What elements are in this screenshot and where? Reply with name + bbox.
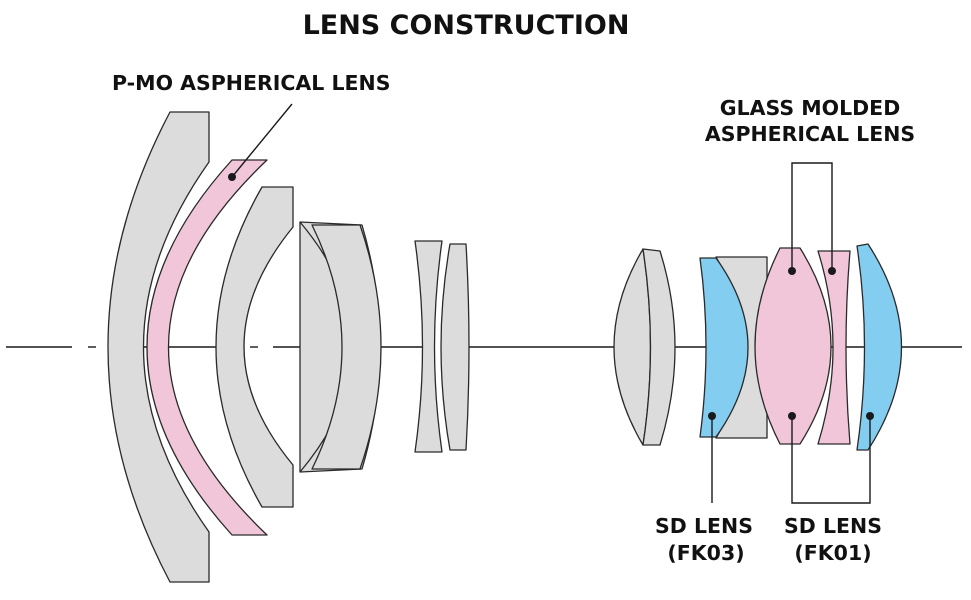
leader-glass-molded xyxy=(791,162,833,271)
label-sd-fk01-line1: SD LENS xyxy=(784,514,882,538)
lens-element-14-sd-fk01 xyxy=(856,243,903,451)
lens-element-2-pmo-aspherical xyxy=(146,159,268,536)
lens-element-9 xyxy=(642,248,676,446)
leader-dot-sd-fk01-a xyxy=(788,412,796,420)
lens-element-7 xyxy=(440,243,470,451)
leader-dot-sd-fk03 xyxy=(708,412,716,420)
lens-element-6 xyxy=(414,240,443,453)
leader-dot-glass-2 xyxy=(828,267,836,275)
diagram-title: LENS CONSTRUCTION xyxy=(303,10,630,41)
leader-dot-pmo xyxy=(228,173,236,181)
label-sd-fk03-line2: (FK03) xyxy=(667,541,744,565)
lens-element-12-glass-molded-aspherical xyxy=(754,247,832,445)
label-sd-fk01-line2: (FK01) xyxy=(794,541,871,565)
lens-element-11-sd-fk03 xyxy=(699,257,749,438)
lens-element-8 xyxy=(613,248,652,446)
lens-element-13-glass-molded-aspherical xyxy=(817,250,851,445)
leader-pmo xyxy=(231,103,293,178)
leader-dot-glass-1 xyxy=(788,267,796,275)
lens-element-3 xyxy=(215,186,294,508)
label-glass-molded-line1: GLASS MOLDED xyxy=(720,96,900,120)
lens-element-5-shell xyxy=(311,224,382,470)
label-pmo-aspherical: P-MO ASPHERICAL LENS xyxy=(112,71,390,95)
label-glass-molded-line2: ASPHERICAL LENS xyxy=(705,122,915,146)
label-sd-fk03-line1: SD LENS xyxy=(655,514,753,538)
leader-dot-sd-fk01-b xyxy=(866,412,874,420)
lens-element-1 xyxy=(107,111,210,583)
leader-sd-fk01 xyxy=(791,416,871,504)
